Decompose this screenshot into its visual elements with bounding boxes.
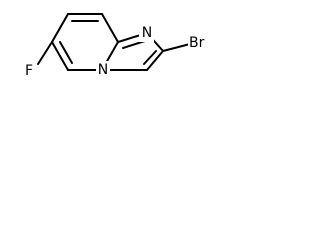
bridge-nitrogen-label: N — [98, 62, 108, 78]
molecule-structure-diagram: F N N Br — [22, 13, 212, 80]
bond-c6-c7 — [51, 13, 69, 43]
ring-nitrogen-label: N — [142, 25, 152, 41]
bond-c8-c8a — [101, 13, 119, 43]
bond-c2-br — [162, 43, 191, 52]
bridge-nitrogen-atom: N — [96, 61, 110, 79]
double-bond-c2-c3 — [143, 50, 157, 65]
bond-c2-c3 — [146, 50, 164, 71]
bromine-atom: Br — [188, 34, 212, 52]
ring-nitrogen-atom: N — [139, 24, 154, 42]
double-bond-c5-c6 — [59, 41, 73, 64]
bromine-label: Br — [189, 35, 205, 51]
fluorine-label: F — [25, 63, 33, 79]
double-bond-c8a-n1 — [122, 40, 146, 49]
bond-c6-f — [37, 41, 53, 65]
bond-c5-c6 — [51, 41, 69, 71]
fluorine-atom: F — [22, 62, 36, 80]
